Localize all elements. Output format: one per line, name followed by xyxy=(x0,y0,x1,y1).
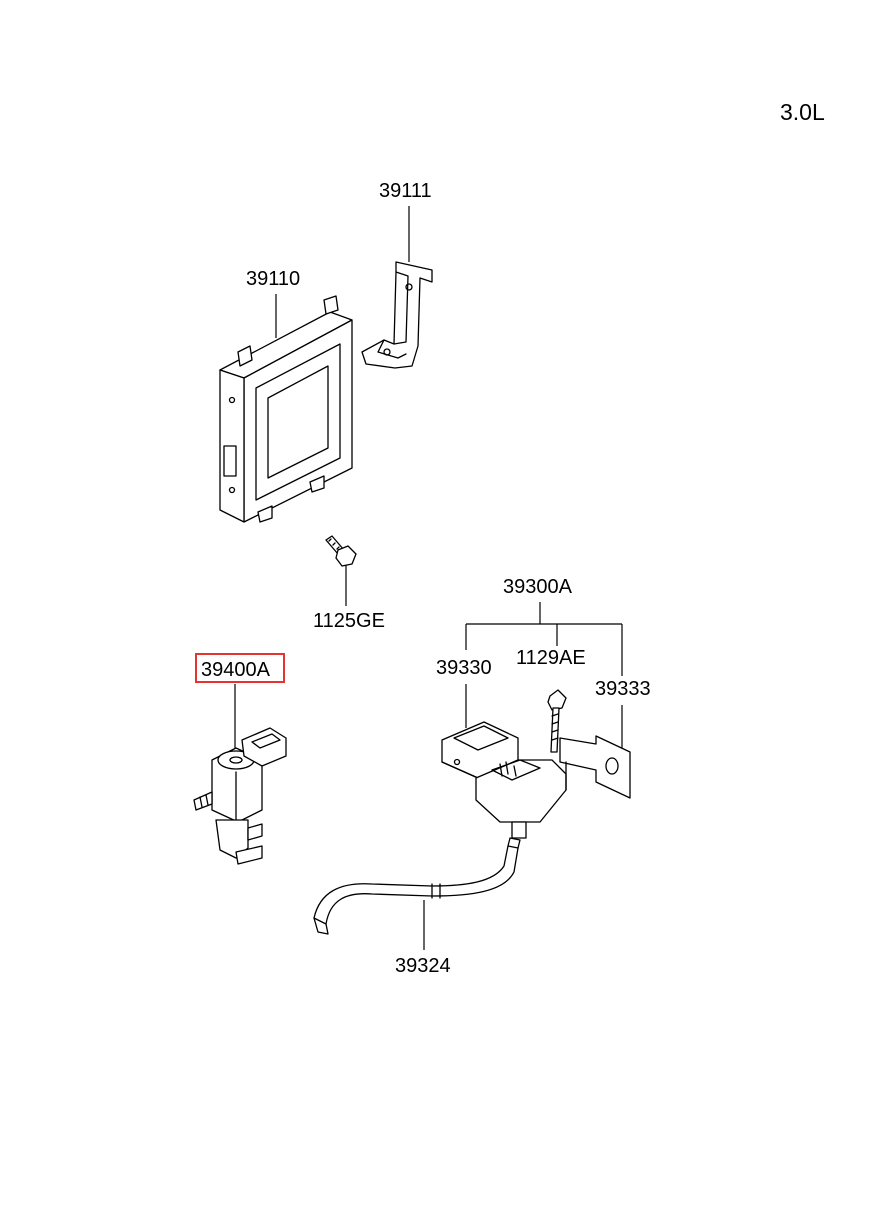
label-1129AE[interactable]: 1129AE xyxy=(516,647,586,669)
ecu-39110[interactable]: 39110 xyxy=(219,268,353,523)
label-39324[interactable]: 39324 xyxy=(395,955,451,977)
label-39110[interactable]: 39110 xyxy=(246,268,300,290)
label-39333[interactable]: 39333 xyxy=(595,678,651,700)
label-39300A[interactable]: 39300A xyxy=(503,576,573,598)
bolt-1125GE[interactable]: 1125GE xyxy=(313,535,385,632)
label-1125GE[interactable]: 1125GE xyxy=(313,610,385,632)
engine-label: 3.0L xyxy=(780,99,825,125)
highlight-box-39400A xyxy=(195,653,285,683)
hose-39324[interactable]: 39324 xyxy=(313,837,521,977)
label-39111[interactable]: 39111 xyxy=(379,180,432,202)
label-39400A[interactable]: 39400A xyxy=(201,659,271,681)
bracket-39111-shape xyxy=(361,261,433,369)
bolt-1129AE[interactable]: 1129AE xyxy=(516,647,586,753)
bracket-39111[interactable]: 39111 xyxy=(361,180,433,369)
valve-39400A[interactable]: 39400A xyxy=(193,653,287,865)
sensor-39330[interactable]: 39330 xyxy=(436,657,567,839)
group-39300A[interactable]: 39300A xyxy=(465,576,623,676)
label-39330[interactable]: 39330 xyxy=(436,657,492,679)
bracket-39333[interactable]: 39333 xyxy=(559,678,651,799)
